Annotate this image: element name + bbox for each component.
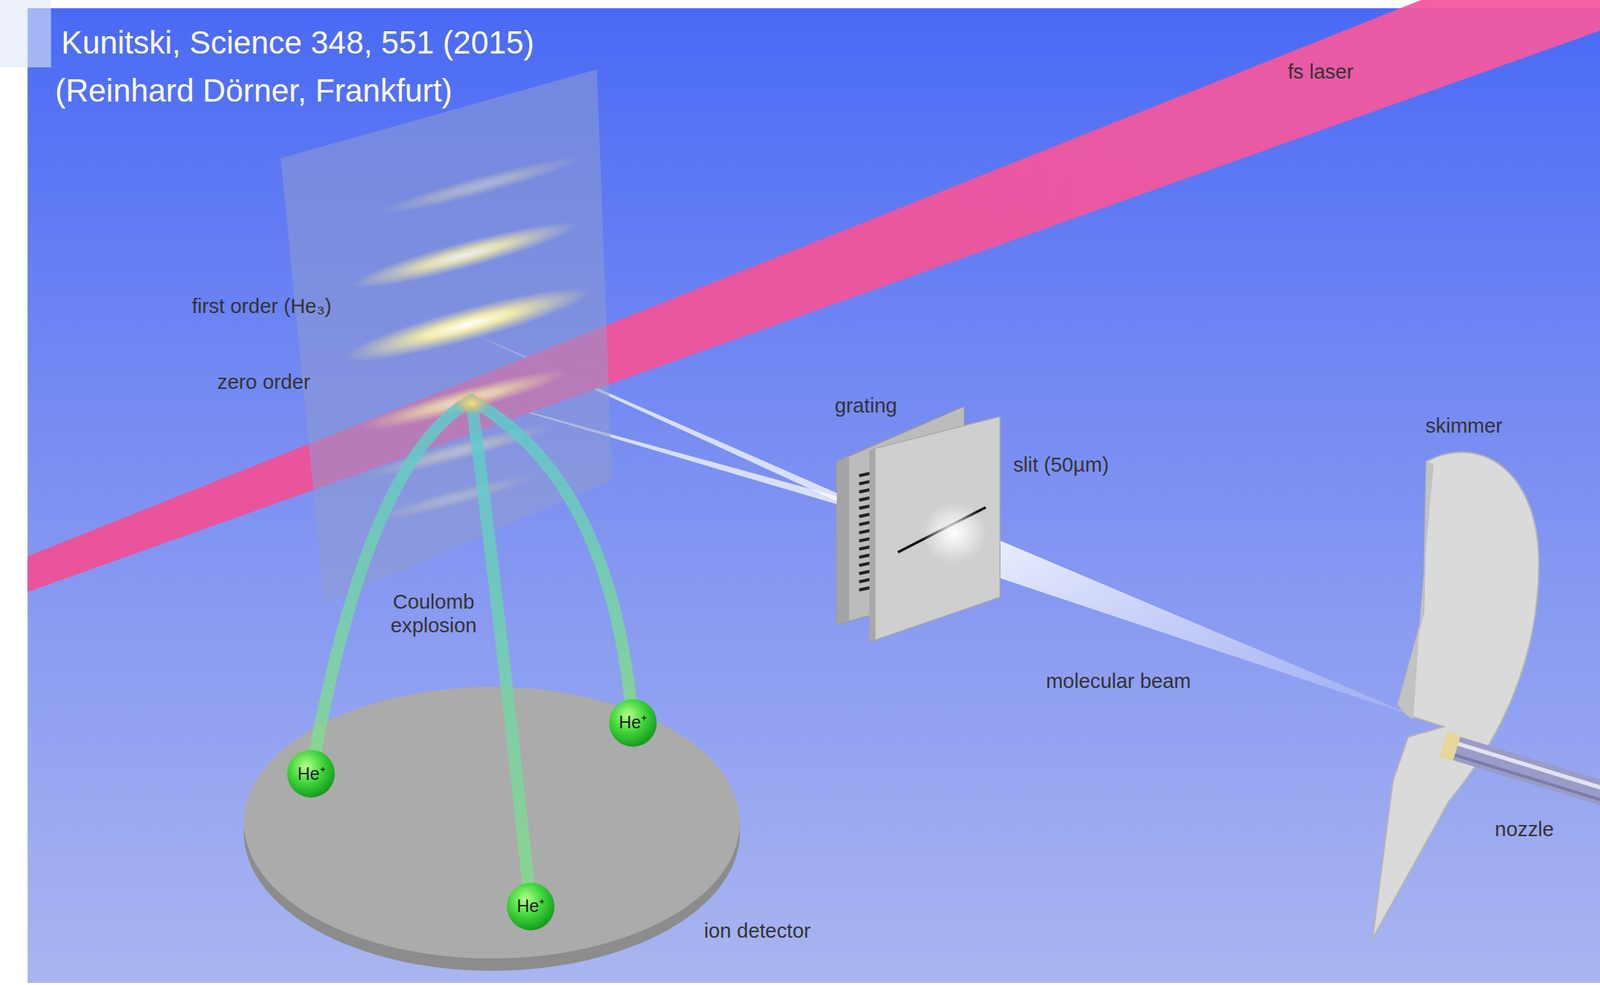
ion-circle: He⁺: [608, 698, 658, 747]
nozzle-shade: [1449, 753, 1600, 804]
ion-trajectories: [311, 399, 633, 907]
ion-circle-fill: [609, 698, 657, 747]
part-label: ion detector: [704, 918, 811, 943]
part-label: skimmer: [1425, 413, 1503, 438]
ion-circle: He⁺: [286, 748, 336, 798]
corner-patch: [0, 0, 51, 68]
nozzle-tip: [1439, 730, 1461, 761]
skimmer-cone: [1372, 451, 1539, 939]
slit-plate-edge: [869, 447, 876, 642]
beam-label: molecular beam: [1045, 668, 1192, 693]
ion-circle: He⁺: [506, 881, 555, 931]
part-label: grating: [834, 393, 898, 418]
beam-glow: [921, 502, 987, 564]
nozzle-highlight: [1449, 740, 1600, 791]
citation-title: Kunitski, Science 348, 551 (2015): [61, 24, 535, 61]
ion-label: He⁺: [297, 764, 326, 783]
fs-laser-beam: [27, 0, 1600, 592]
skimmer-edge: [1397, 461, 1434, 719]
process-label: Coulomb explosion: [372, 589, 496, 637]
part-label: slit (50µm): [1013, 452, 1109, 477]
detection-screen: [280, 69, 613, 605]
laser-label: fs laser: [1287, 59, 1354, 84]
ion-label: He⁺: [516, 896, 545, 916]
part-label: nozzle: [1495, 817, 1555, 841]
order-label: zero order: [217, 369, 311, 394]
ion-label: He⁺: [618, 712, 647, 732]
ion-circle-fill: [506, 882, 555, 930]
explosion-point: [451, 390, 493, 416]
grating-edge: [836, 456, 850, 625]
nozzle-tube: [1449, 746, 1600, 797]
ion-circle-fill: [287, 749, 335, 797]
slit-plate: [872, 416, 1000, 642]
order-label: first order (He₃): [191, 294, 332, 318]
citation-author: (Reinhard Dörner, Frankfurt): [54, 72, 452, 109]
